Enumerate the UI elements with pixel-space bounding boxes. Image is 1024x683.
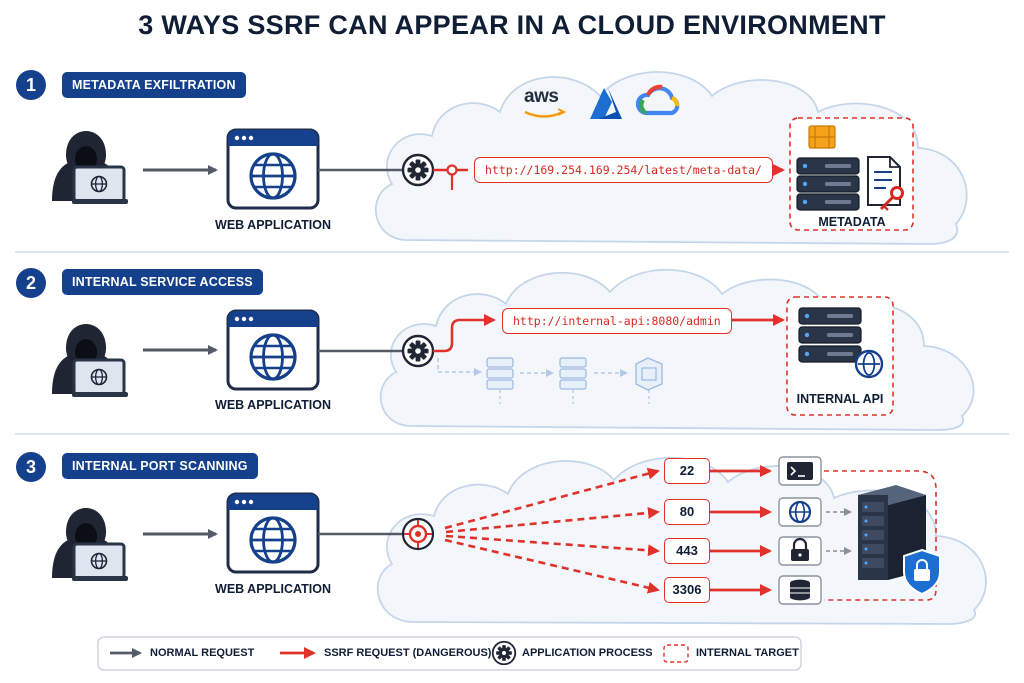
section-number-3: 3 [16, 452, 46, 482]
section-label-2: INTERNAL SERVICE ACCESS [62, 269, 263, 295]
section-label-1: METADATA EXFILTRATION [62, 72, 246, 98]
legend-target-swatch [663, 644, 689, 663]
legend-ssrf-label: SSRF REQUEST (DANGEROUS) [324, 647, 492, 659]
internal-services-faded [437, 357, 663, 404]
internal-api-label: INTERNAL API [796, 392, 884, 406]
port-3306: 3306 [664, 577, 710, 603]
globe-icon [778, 497, 822, 527]
port-scan-fan [444, 467, 660, 594]
cloud-instance-icon [808, 125, 836, 149]
gear-icon-2 [401, 334, 435, 368]
web-app-icon-3 [226, 492, 320, 574]
attacker-2 [50, 322, 130, 399]
section-number-1: 1 [16, 70, 46, 100]
google-cloud-logo-icon [635, 84, 680, 116]
document-key-icon [867, 156, 904, 211]
port-443: 443 [664, 538, 710, 564]
ssrf-url-2: http://internal-api:8080/admin [502, 308, 732, 334]
web-application-label-2: WEB APPLICATION [215, 398, 331, 412]
lock-icon [778, 536, 822, 566]
port-80: 80 [664, 499, 710, 525]
gear-icon-1 [401, 153, 435, 187]
metadata-label: METADATA [818, 215, 886, 229]
web-app-icon-1 [226, 128, 320, 210]
page-title: 3 WAYS SSRF CAN APPEAR IN A CLOUD ENVIRO… [138, 10, 886, 40]
database-icon [778, 575, 822, 605]
legend-gear-icon [491, 640, 517, 666]
azure-logo-icon [590, 88, 622, 119]
ssrf-url-1: http://169.254.169.254/latest/meta-data/ [474, 157, 773, 183]
server-icon-2 [798, 307, 862, 363]
globe-badge-icon [854, 349, 884, 379]
legend-process-label: APPLICATION PROCESS [522, 647, 653, 659]
server-icon-1 [796, 157, 860, 211]
attacker-1 [50, 129, 130, 206]
section-label-3: INTERNAL PORT SCANNING [62, 453, 258, 479]
web-application-label-3: WEB APPLICATION [215, 582, 331, 596]
terminal-icon [778, 456, 822, 486]
shield-lock-icon [903, 548, 941, 596]
legend-target-label: INTERNAL TARGET [696, 647, 799, 659]
legend-normal-label: NORMAL REQUEST [150, 647, 255, 659]
attacker-3 [50, 506, 130, 583]
aws-logo-icon: aws [524, 86, 559, 107]
web-application-label-1: WEB APPLICATION [215, 218, 331, 232]
section-number-2: 2 [16, 268, 46, 298]
target-crosshair-icon [401, 517, 435, 551]
port-to-service-arrows [710, 465, 772, 596]
service-to-server-lines [826, 508, 852, 555]
port-22: 22 [664, 458, 710, 484]
ssrf-arrow-2a [433, 314, 496, 353]
web-app-icon-2 [226, 309, 320, 391]
legend-box [97, 636, 802, 671]
internal-target-outline-3 [824, 470, 937, 601]
